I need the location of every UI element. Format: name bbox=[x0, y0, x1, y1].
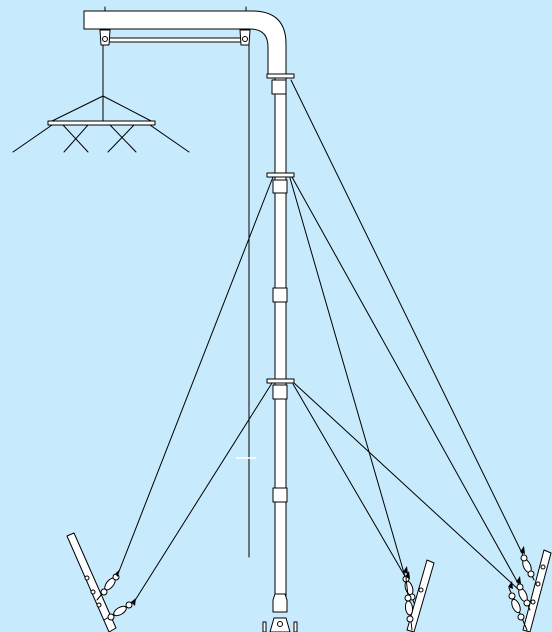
guy-collar bbox=[266, 73, 295, 79]
anchor-hole bbox=[418, 587, 424, 593]
mast-joint bbox=[272, 287, 288, 303]
anchor-stake bbox=[406, 559, 435, 632]
anchor-stake bbox=[66, 532, 117, 632]
guy-wire bbox=[289, 177, 405, 574]
guy-wire bbox=[293, 382, 520, 591]
anchor-hole bbox=[90, 589, 96, 595]
pulley-left-icon bbox=[102, 36, 108, 42]
anchor-right bbox=[508, 546, 552, 632]
turnbuckle-icon bbox=[516, 576, 531, 611]
mast-joint bbox=[271, 79, 287, 95]
turnbuckle-icon bbox=[404, 571, 414, 631]
mast bbox=[266, 73, 295, 613]
anchor-hole bbox=[84, 575, 90, 581]
guy-wire bbox=[292, 383, 407, 579]
guy-wire bbox=[291, 176, 519, 584]
guy-collar bbox=[266, 378, 295, 384]
mast-base bbox=[262, 593, 298, 632]
mast-joint bbox=[272, 179, 288, 194]
pulley-bar bbox=[99, 29, 251, 46]
guy-wire bbox=[133, 382, 273, 603]
anchor-hole bbox=[540, 564, 546, 570]
pulley-right-icon bbox=[242, 36, 248, 42]
guy-wires bbox=[117, 79, 523, 603]
turnbuckle-icon bbox=[103, 598, 136, 621]
turnbuckle-icon bbox=[520, 546, 535, 581]
anchor-middle bbox=[402, 559, 435, 632]
mast-joint bbox=[272, 384, 288, 400]
guy-collar bbox=[266, 172, 295, 178]
turnbuckle-icon bbox=[508, 581, 528, 631]
anchor-hole bbox=[96, 602, 102, 608]
hanging-cable bbox=[236, 42, 256, 558]
anchor-hole bbox=[535, 581, 541, 587]
sensor-frame bbox=[12, 44, 190, 153]
guy-wire bbox=[117, 176, 274, 575]
anchor-hole bbox=[530, 599, 536, 605]
mast-joint bbox=[272, 487, 288, 503]
guy-wire bbox=[290, 79, 523, 554]
turnbuckle-icon bbox=[96, 570, 120, 601]
anchor-left bbox=[66, 532, 136, 632]
